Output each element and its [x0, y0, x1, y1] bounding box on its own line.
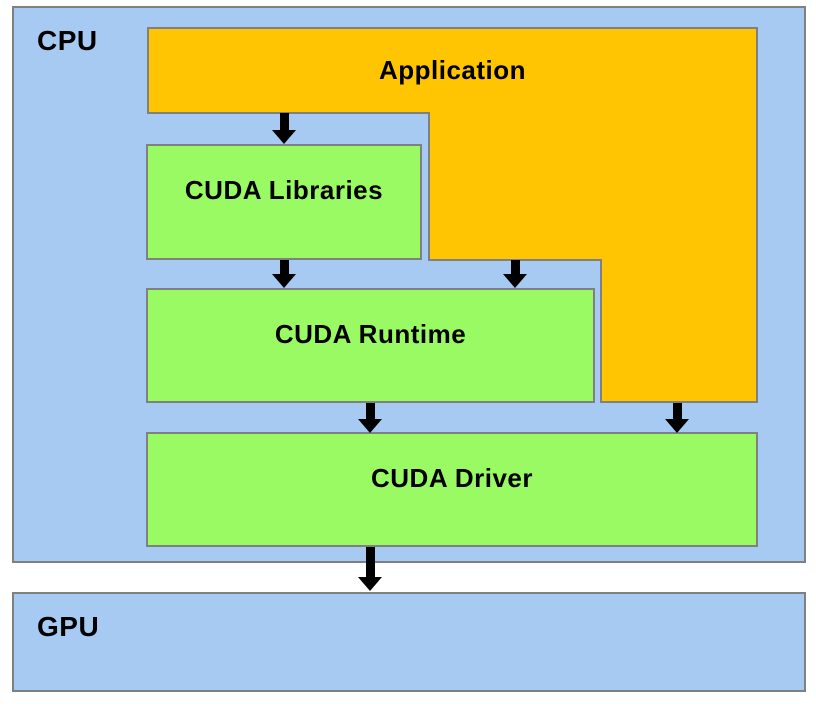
gpu-region-label: GPU — [37, 611, 100, 642]
application-block-label: Application — [378, 55, 527, 85]
arrow-head — [358, 419, 382, 433]
cuda-driver-block: CUDA Driver — [146, 432, 758, 547]
arrow-head — [358, 577, 382, 591]
arrow-head — [272, 274, 296, 288]
arrow-cuda-runtime-to-cuda-driver — [358, 403, 382, 433]
arrow-application-to-cuda-libraries — [272, 113, 296, 144]
cuda-runtime-block: CUDA Runtime — [146, 288, 595, 403]
gpu-region: GPU — [12, 592, 806, 692]
arrow-head — [503, 274, 527, 288]
arrow-shaft — [365, 403, 375, 419]
arrow-cuda-libraries-to-cuda-runtime — [272, 260, 296, 288]
arrow-application-to-cuda-runtime — [503, 260, 527, 288]
arrow-shaft — [672, 403, 682, 419]
arrow-shaft — [365, 547, 375, 577]
arrow-head — [272, 130, 296, 144]
arrow-shaft — [510, 260, 520, 274]
arrow-shaft — [279, 260, 289, 274]
arrow-cuda-driver-to-gpu — [358, 547, 382, 591]
arrow-shaft — [279, 113, 289, 130]
cpu-region-label: CPU — [37, 25, 98, 56]
cuda-libraries-block: CUDA Libraries — [146, 144, 422, 260]
arrow-application-to-cuda-driver — [665, 403, 689, 433]
arrow-head — [665, 419, 689, 433]
